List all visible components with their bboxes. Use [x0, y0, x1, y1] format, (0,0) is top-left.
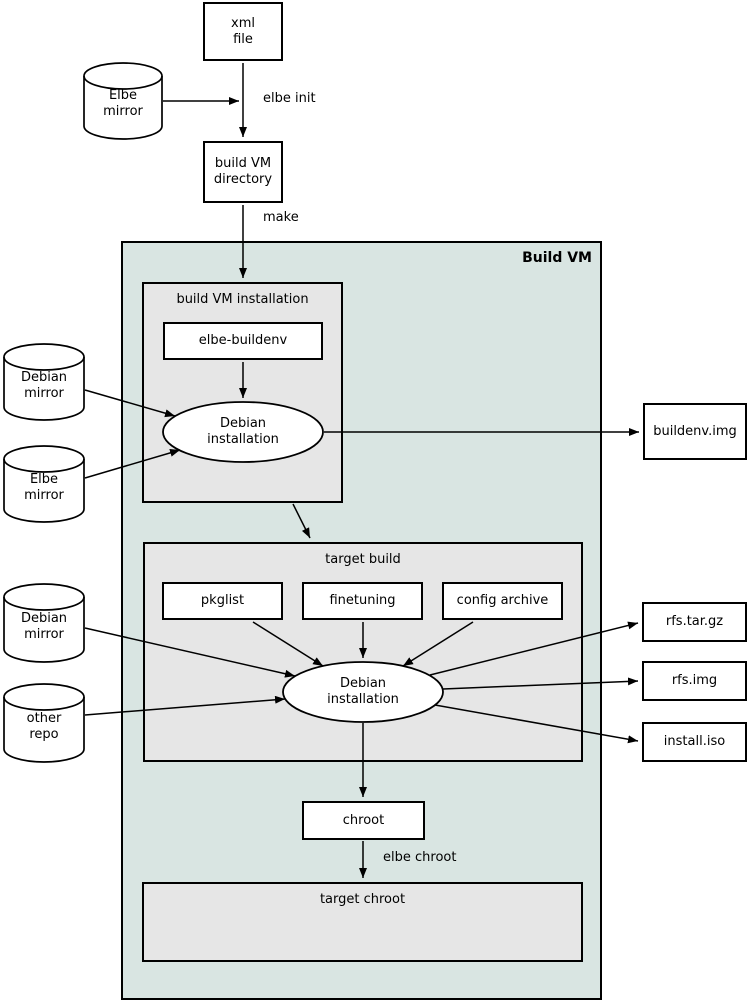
build-vm-installation-label: build VM installation — [176, 292, 309, 307]
node-rfs-img: rfs.img — [642, 661, 747, 701]
node-build-vm-directory: build VM directory — [203, 141, 283, 203]
node-finetuning: finetuning — [302, 582, 423, 620]
build-vm-installation-group: build VM installation — [142, 282, 343, 503]
node-elbe-buildenv: elbe-buildenv — [163, 322, 323, 360]
edge-label-make: make — [263, 210, 299, 225]
build-vm-label: Build VM — [522, 250, 592, 266]
target-build-label: target build — [325, 552, 401, 567]
node-rfs-tar-gz: rfs.tar.gz — [642, 602, 747, 642]
node-pkglist: pkglist — [162, 582, 283, 620]
other-repo-label: other repo — [26, 711, 62, 742]
debian-mirror-1-label: Debian mirror — [20, 370, 68, 401]
elbe-mirror-2-label: Elbe mirror — [24, 472, 64, 503]
target-build-group: target build — [143, 542, 583, 762]
node-install-iso: install.iso — [642, 722, 747, 762]
debian-mirror-2-label: Debian mirror — [20, 611, 68, 642]
node-chroot: chroot — [302, 801, 425, 840]
node-buildenv-img: buildenv.img — [643, 403, 747, 460]
node-config-archive: config archive — [442, 582, 563, 620]
elbe-mirror-top-label: Elbe mirror — [103, 88, 143, 119]
node-xml-file: xml file — [203, 2, 283, 61]
edge-label-elbe-init: elbe init — [263, 91, 316, 106]
debian-installation-2-label: Debian installation — [327, 676, 399, 707]
debian-installation-1-label: Debian installation — [207, 416, 279, 447]
target-chroot-group: target chroot — [142, 882, 583, 962]
edge-label-elbe-chroot: elbe chroot — [383, 850, 457, 865]
target-chroot-label: target chroot — [319, 892, 406, 907]
